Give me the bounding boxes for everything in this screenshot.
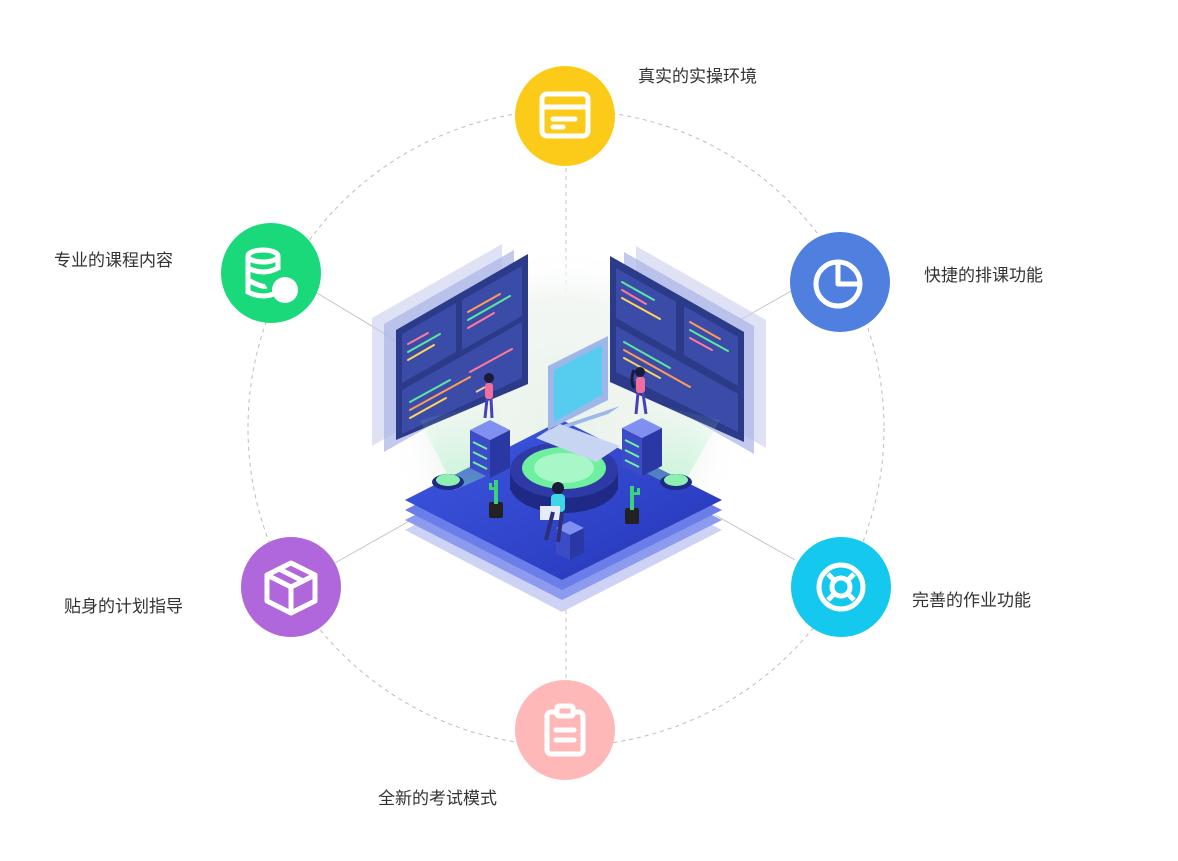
central-illustration xyxy=(372,244,766,612)
feature-courses[interactable]: 专业的课程内容 xyxy=(54,223,321,323)
connector-line xyxy=(714,514,796,561)
plant-left xyxy=(489,480,503,518)
browser-window-icon xyxy=(539,91,591,139)
feature-label: 完善的作业功能 xyxy=(912,591,1031,611)
connector-line xyxy=(334,514,421,564)
clipboard-icon xyxy=(544,703,586,757)
feature-badge xyxy=(791,537,891,637)
feature-label: 全新的考试模式 xyxy=(378,789,497,809)
pie-chart-icon xyxy=(813,259,863,309)
person-center xyxy=(540,482,565,543)
coin-stack-icon xyxy=(245,247,298,303)
central-pedestal xyxy=(510,442,618,513)
feature-label: 贴身的计划指导 xyxy=(64,597,183,617)
left-monitor-panel xyxy=(372,244,528,452)
feature-guidance[interactable]: 贴身的计划指导 xyxy=(64,537,341,637)
feature-real-env[interactable]: 真实的实操环境 xyxy=(515,66,757,166)
feature-exam[interactable]: 全新的考试模式 xyxy=(378,680,615,809)
server-stack-right xyxy=(622,418,662,476)
feature-label: 真实的实操环境 xyxy=(638,67,757,87)
plant-right xyxy=(625,486,640,524)
box-icon xyxy=(264,560,318,616)
feature-scheduling[interactable]: 快捷的排课功能 xyxy=(790,232,1043,332)
person-left xyxy=(475,373,494,419)
laptop xyxy=(536,336,620,462)
feature-label: 专业的课程内容 xyxy=(54,251,173,271)
server-stack-front xyxy=(556,521,584,560)
connector-lines xyxy=(311,168,796,690)
server-stack-left xyxy=(470,420,510,478)
feature-badge xyxy=(515,66,615,166)
feature-label: 快捷的排课功能 xyxy=(924,266,1043,286)
person-right xyxy=(630,367,648,415)
lifebuoy-icon xyxy=(816,562,866,612)
feature-homework[interactable]: 完善的作业功能 xyxy=(791,537,1031,637)
